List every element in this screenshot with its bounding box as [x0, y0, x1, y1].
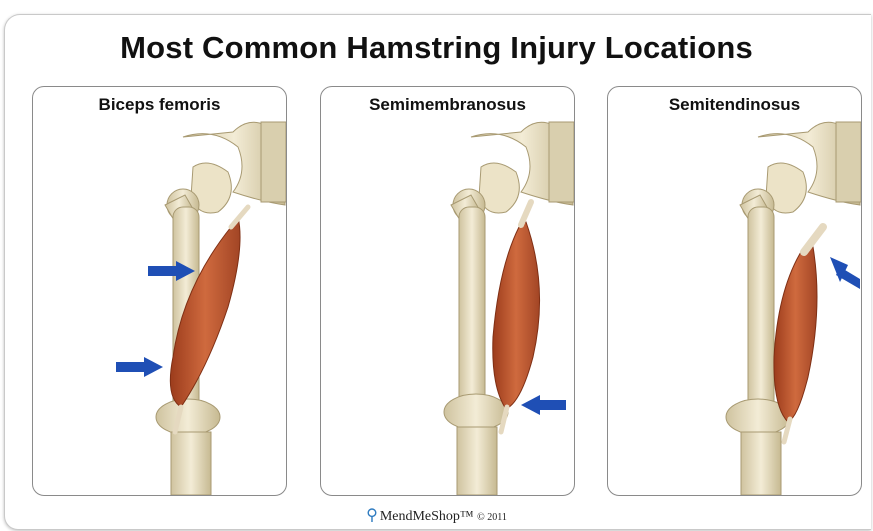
leg-illustration: [321, 87, 574, 495]
pelvis: [471, 122, 574, 213]
leg-illustration: [608, 87, 861, 495]
footer-credit: ⚲MendMeShop™ © 2011: [0, 505, 873, 525]
panel-label: Biceps femoris: [33, 95, 286, 115]
brand-name: MendMeShop™: [380, 509, 474, 524]
leg-illustration: [33, 87, 286, 495]
panel-semitendinosus: Semitendinosus: [607, 86, 862, 496]
page-title: Most Common Hamstring Injury Locations: [0, 30, 873, 66]
panel-label: Semimembranosus: [321, 95, 574, 115]
panel-label: Semitendinosus: [608, 95, 861, 115]
injury-arrow-lower: [116, 357, 163, 377]
injury-arrow: [521, 395, 566, 415]
panel-semimembranosus: Semimembranosus: [320, 86, 575, 496]
hamstring-muscle: [774, 227, 823, 442]
panel-biceps-femoris: Biceps femoris: [32, 86, 287, 496]
runner-logo-icon: ⚲: [366, 507, 378, 524]
injury-arrow: [830, 257, 860, 289]
hamstring-muscle: [493, 202, 540, 432]
copyright: © 2011: [477, 512, 507, 523]
